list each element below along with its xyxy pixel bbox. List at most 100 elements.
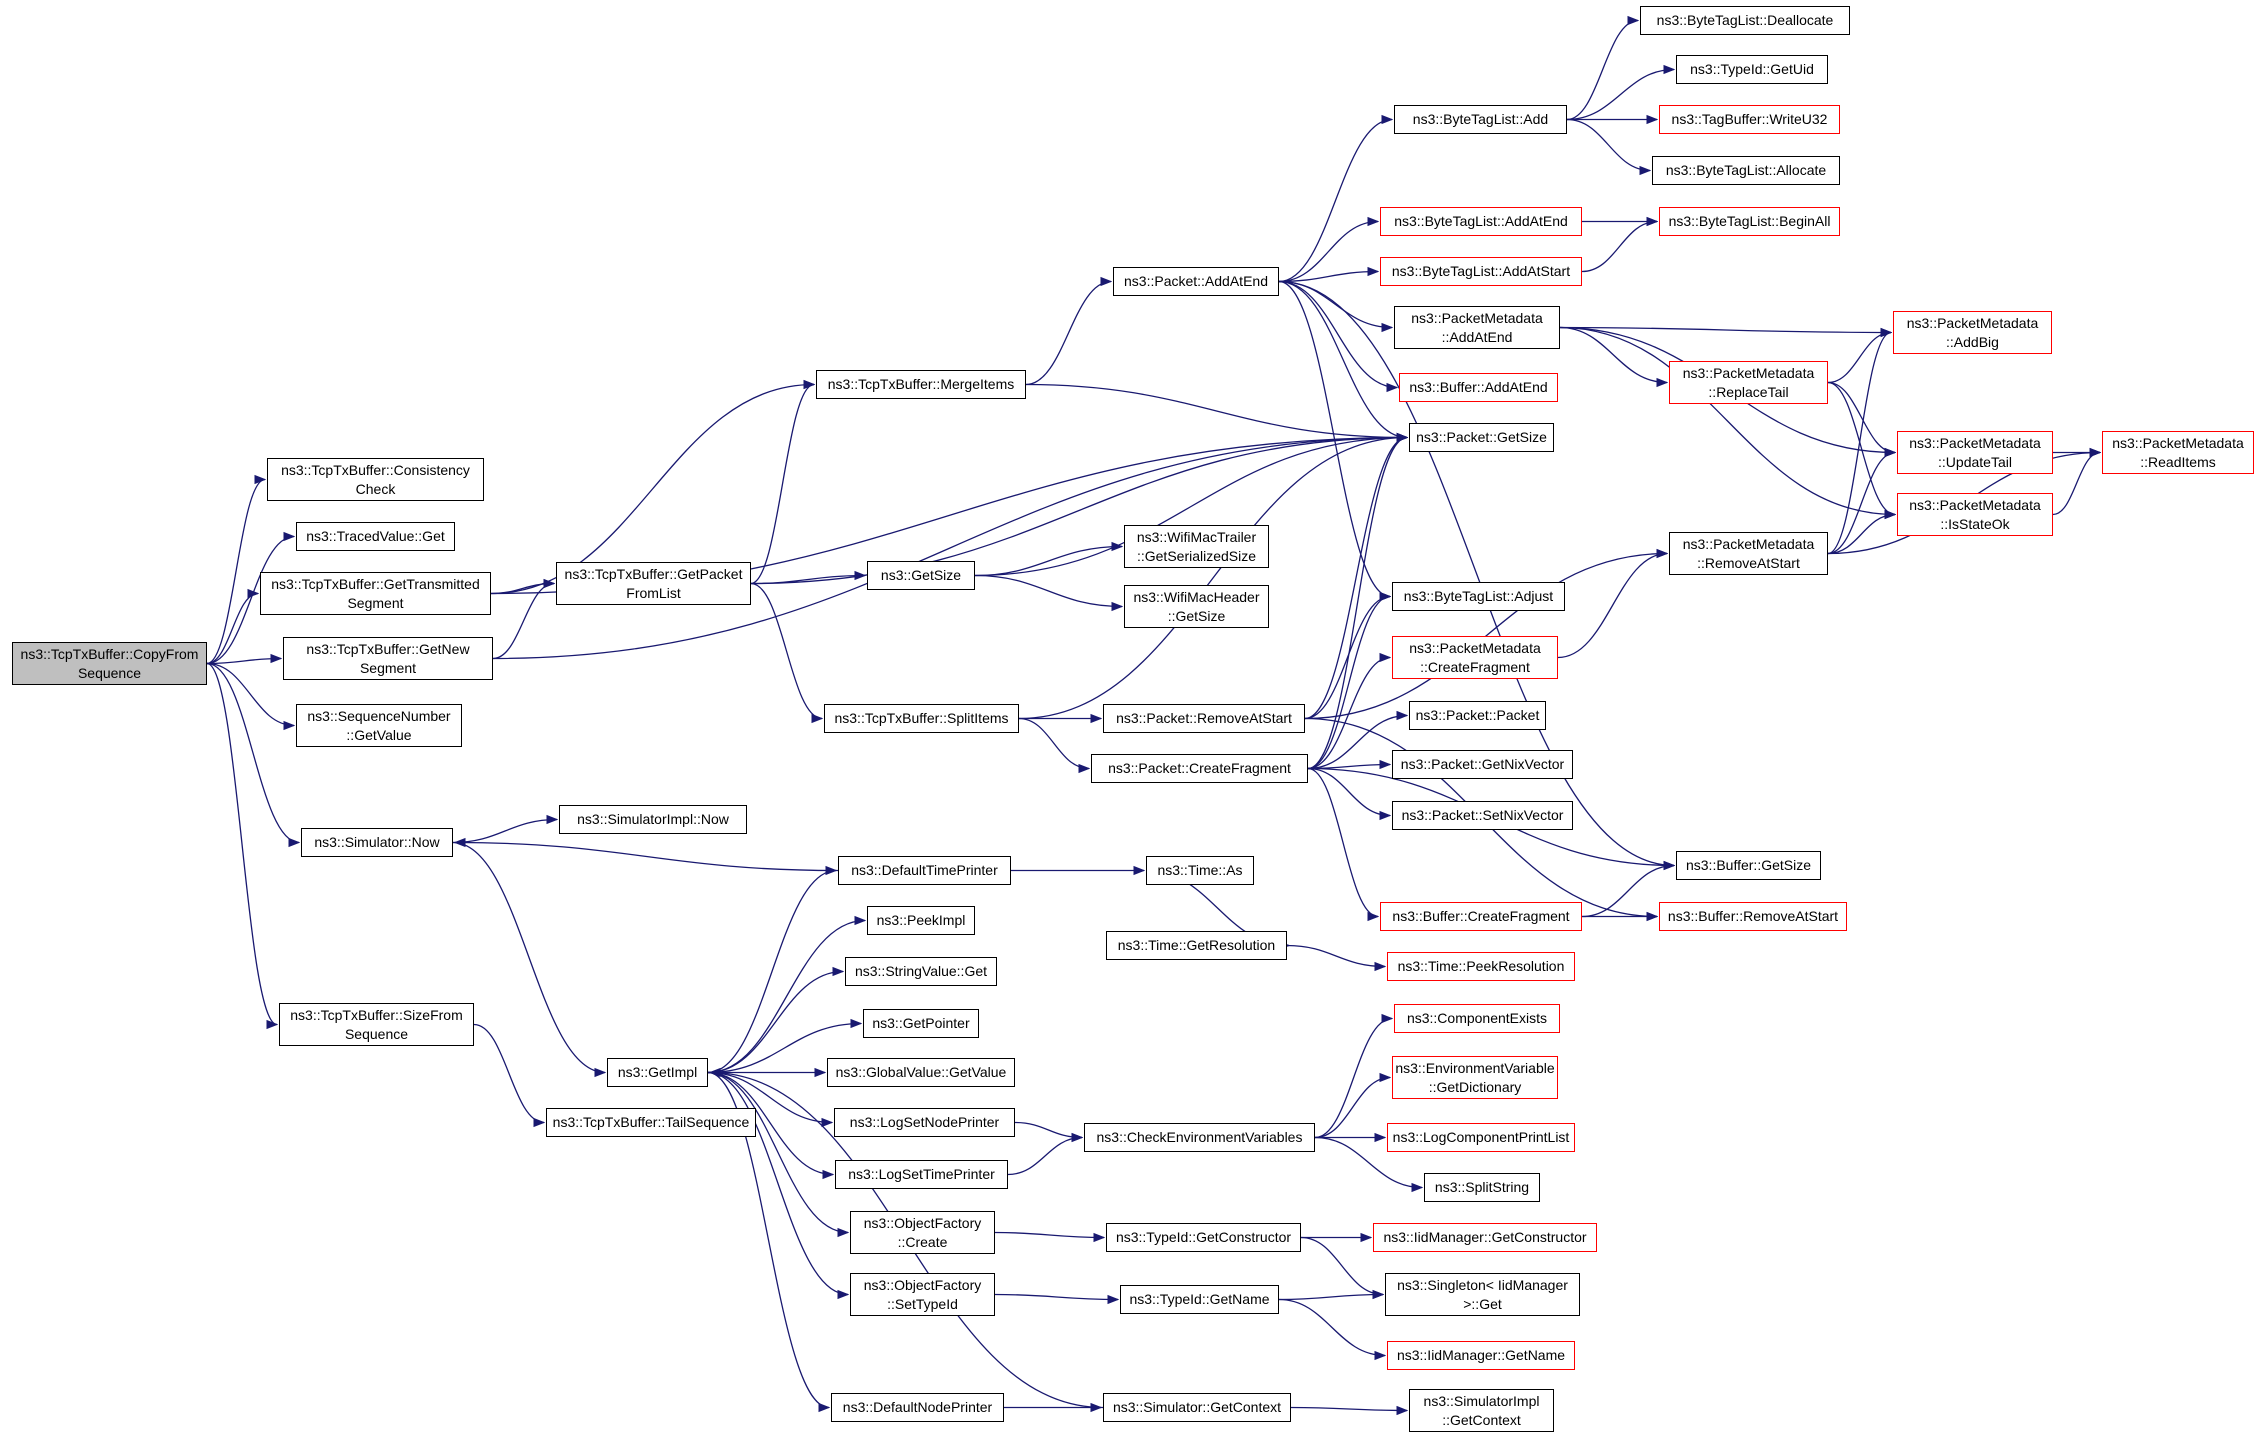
graph-node-packet-removeatstart[interactable]: ns3::Packet::RemoveAtStart [1103,704,1305,733]
edge-getimpl--stringvalue-get [707,966,845,1074]
graph-node-tcptxbuffer-copyfromsequence[interactable]: ns3::TcpTxBuffer::CopyFrom Sequence [12,642,207,685]
graph-node-objectfactory-create[interactable]: ns3::ObjectFactory ::Create [850,1211,995,1254]
graph-node-simulatorimpl-now[interactable]: ns3::SimulatorImpl::Now [559,805,747,834]
graph-node-tcptxbuffer-getnewsegment[interactable]: ns3::TcpTxBuffer::GetNew Segment [283,637,493,680]
graph-node-tcptxbuffer-gettransmittedsegment[interactable]: ns3::TcpTxBuffer::GetTransmitted Segment [260,572,491,615]
graph-node-getsize[interactable]: ns3::GetSize [867,561,975,590]
edge-logsettimeprinter--checkenvironmentvariables [1007,1132,1084,1176]
graph-node-buffer-getsize[interactable]: ns3::Buffer::GetSize [1676,851,1821,880]
graph-node-time-as[interactable]: ns3::Time::As [1146,856,1254,885]
graph-node-bytetaglist-addatstart[interactable]: ns3::ByteTagList::AddAtStart [1380,257,1582,286]
graph-node-packet-getsize[interactable]: ns3::Packet::GetSize [1409,423,1554,452]
edge-tcptxbuffer-copyfromsequence--simulator-now [206,662,301,848]
graph-node-simulator-getcontext[interactable]: ns3::Simulator::GetContext [1103,1393,1291,1422]
graph-node-getimpl[interactable]: ns3::GetImpl [607,1058,708,1087]
graph-node-iidmanager-getconstructor[interactable]: ns3::IidManager::GetConstructor [1373,1223,1597,1252]
edge-bytetaglist-addatstart--bytetaglist-beginall [1581,216,1659,273]
graph-node-buffer-createfragment[interactable]: ns3::Buffer::CreateFragment [1380,902,1582,931]
graph-node-simulator-now[interactable]: ns3::Simulator::Now [301,828,453,857]
graph-node-singleton-iidmanager-get[interactable]: ns3::Singleton< IidManager >::Get [1385,1273,1580,1316]
graph-node-packetmetadata-addbig[interactable]: ns3::PacketMetadata ::AddBig [1893,311,2052,354]
graph-node-buffer-addatend[interactable]: ns3::Buffer::AddAtEnd [1399,373,1558,402]
graph-node-packetmetadata-replacetail[interactable]: ns3::PacketMetadata ::ReplaceTail [1669,361,1828,404]
graph-node-bytetaglist-allocate[interactable]: ns3::ByteTagList::Allocate [1652,156,1840,185]
graph-node-packet-createfragment[interactable]: ns3::Packet::CreateFragment [1091,754,1308,783]
graph-node-wifimacheader-getsize[interactable]: ns3::WifiMacHeader ::GetSize [1124,585,1269,628]
graph-node-tcptxbuffer-consistencycheck[interactable]: ns3::TcpTxBuffer::Consistency Check [267,458,484,501]
edge-packet-addatend--bytetaglist-add [1278,114,1394,283]
graph-node-globalvalue-getvalue[interactable]: ns3::GlobalValue::GetValue [827,1058,1015,1087]
graph-node-typeid-getname[interactable]: ns3::TypeId::GetName [1120,1285,1279,1314]
graph-node-tcptxbuffer-tailsequence[interactable]: ns3::TcpTxBuffer::TailSequence [546,1108,756,1137]
graph-node-tagbuffer-writeu32[interactable]: ns3::TagBuffer::WriteU32 [1659,105,1840,134]
graph-node-objectfactory-settypeid[interactable]: ns3::ObjectFactory ::SetTypeId [850,1273,995,1316]
edge-typeid-getname--singleton-iidmanager-get [1278,1289,1385,1301]
graph-node-getpointer[interactable]: ns3::GetPointer [863,1009,979,1038]
edge-packetmetadata-createfragment--packetmetadata-removeatstart [1557,548,1669,659]
graph-node-packetmetadata-updatetail[interactable]: ns3::PacketMetadata ::UpdateTail [1897,431,2053,474]
edge-tcptxbuffer-mergeitems--packet-addatend [1025,276,1113,386]
graph-node-bytetaglist-adjust[interactable]: ns3::ByteTagList::Adjust [1392,582,1565,611]
graph-node-logcomponentprintlist[interactable]: ns3::LogComponentPrintList [1387,1123,1575,1152]
graph-node-tracedvalue-get[interactable]: ns3::TracedValue::Get [296,522,455,551]
edge-packetmetadata-addatend--packetmetadata-isstateok [1559,326,1897,520]
graph-node-typeid-getuid[interactable]: ns3::TypeId::GetUid [1676,55,1828,84]
graph-node-peekimpl[interactable]: ns3::PeekImpl [867,906,975,935]
edge-packet-addatend--bytetaglist-addatend [1278,216,1380,283]
graph-node-time-peekresolution[interactable]: ns3::Time::PeekResolution [1387,952,1575,981]
graph-node-logsettimeprinter[interactable]: ns3::LogSetTimePrinter [835,1160,1008,1189]
graph-node-packetmetadata-isstateok[interactable]: ns3::PacketMetadata ::IsStateOk [1897,493,2053,536]
edge-tcptxbuffer-getpacketfromlist--tcptxbuffer-mergeitems [750,379,816,585]
edge-packet-createfragment--buffer-createfragment [1307,767,1380,922]
graph-node-stringvalue-get[interactable]: ns3::StringValue::Get [845,957,997,986]
edge-packet-removeatstart--bytetaglist-adjust [1304,591,1392,720]
edge-simulator-now--simulatorimpl-now [452,814,559,844]
graph-node-packetmetadata-addatend[interactable]: ns3::PacketMetadata ::AddAtEnd [1394,306,1560,349]
graph-node-bytetaglist-add[interactable]: ns3::ByteTagList::Add [1394,105,1567,134]
graph-node-time-getresolution[interactable]: ns3::Time::GetResolution [1106,931,1287,960]
edge-tcptxbuffer-copyfromsequence--sequencenumber-getvalue [206,662,296,731]
graph-node-wifimactrailer-getserializedsize[interactable]: ns3::WifiMacTrailer ::GetSerializedSize [1124,525,1269,568]
edge-tcptxbuffer-splititems--packet-getsize [1018,432,1409,720]
edge-logsetnodeprinter--checkenvironmentvariables [1014,1121,1084,1143]
edge-packetmetadata-isstateok--packetmetadata-readitems [2052,447,2102,516]
graph-node-simulatorimpl-getcontext[interactable]: ns3::SimulatorImpl ::GetContext [1409,1389,1554,1432]
graph-node-bytetaglist-deallocate[interactable]: ns3::ByteTagList::Deallocate [1640,6,1850,35]
graph-node-environmentvariable-getdictionary[interactable]: ns3::EnvironmentVariable ::GetDictionary [1392,1056,1558,1099]
graph-node-tcptxbuffer-mergeitems[interactable]: ns3::TcpTxBuffer::MergeItems [816,370,1026,399]
graph-node-iidmanager-getname[interactable]: ns3::IidManager::GetName [1387,1341,1575,1370]
graph-node-defaulttimeprinter[interactable]: ns3::DefaultTimePrinter [838,856,1011,885]
edge-typeid-getconstructor--singleton-iidmanager-get [1300,1236,1385,1300]
edge-objectfactory-settypeid--typeid-getname [994,1293,1120,1305]
edge-getimpl--defaulttimeprinter [707,865,838,1074]
graph-node-sequencenumber-getvalue[interactable]: ns3::SequenceNumber ::GetValue [296,704,462,747]
edge-packetmetadata-replacetail--packetmetadata-isstateok [1827,381,1897,520]
graph-node-splitstring[interactable]: ns3::SplitString [1424,1173,1540,1202]
edge-getimpl--peekimpl [707,915,867,1074]
graph-node-packet-addatend[interactable]: ns3::Packet::AddAtEnd [1113,267,1279,296]
graph-node-buffer-removeatstart[interactable]: ns3::Buffer::RemoveAtStart [1659,902,1847,931]
graph-node-defaultnodeprinter[interactable]: ns3::DefaultNodePrinter [831,1393,1004,1422]
graph-node-tcptxbuffer-getpacketfromlist[interactable]: ns3::TcpTxBuffer::GetPacket FromList [556,562,751,605]
graph-node-packet-packet[interactable]: ns3::Packet::Packet [1409,701,1546,730]
graph-node-bytetaglist-addatend[interactable]: ns3::ByteTagList::AddAtEnd [1380,207,1582,236]
graph-node-packetmetadata-removeatstart[interactable]: ns3::PacketMetadata ::RemoveAtStart [1669,532,1828,575]
graph-node-typeid-getconstructor[interactable]: ns3::TypeId::GetConstructor [1106,1223,1301,1252]
edge-tcptxbuffer-copyfromsequence--tcptxbuffer-gettransmittedsegment [206,588,260,665]
graph-node-logsetnodeprinter[interactable]: ns3::LogSetNodePrinter [834,1108,1015,1137]
graph-node-tcptxbuffer-splititems[interactable]: ns3::TcpTxBuffer::SplitItems [824,704,1019,733]
graph-node-componentexists[interactable]: ns3::ComponentExists [1394,1004,1560,1033]
graph-node-bytetaglist-beginall[interactable]: ns3::ByteTagList::BeginAll [1659,207,1840,236]
graph-node-packet-getnixvector[interactable]: ns3::Packet::GetNixVector [1392,750,1573,779]
edge-packetmetadata-removeatstart--packetmetadata-updatetail [1827,447,1897,555]
edge-checkenvironmentvariables--environmentvariable-getdictionary [1314,1072,1392,1139]
edge-packet-createfragment--packet-getnixvector [1307,759,1392,770]
graph-node-packet-setnixvector[interactable]: ns3::Packet::SetNixVector [1392,801,1573,830]
edge-getimpl--objectfactory-settypeid [707,1071,850,1300]
graph-node-packetmetadata-createfragment[interactable]: ns3::PacketMetadata ::CreateFragment [1392,636,1558,679]
graph-node-tcptxbuffer-sizefromsequence[interactable]: ns3::TcpTxBuffer::SizeFrom Sequence [279,1003,474,1046]
edge-packet-addatend--packetmetadata-addatend [1278,280,1394,333]
graph-node-checkenvironmentvariables[interactable]: ns3::CheckEnvironmentVariables [1084,1123,1315,1152]
edge-packetmetadata-removeatstart--packetmetadata-isstateok [1827,509,1897,555]
graph-node-packetmetadata-readitems[interactable]: ns3::PacketMetadata ::ReadItems [2102,431,2254,474]
